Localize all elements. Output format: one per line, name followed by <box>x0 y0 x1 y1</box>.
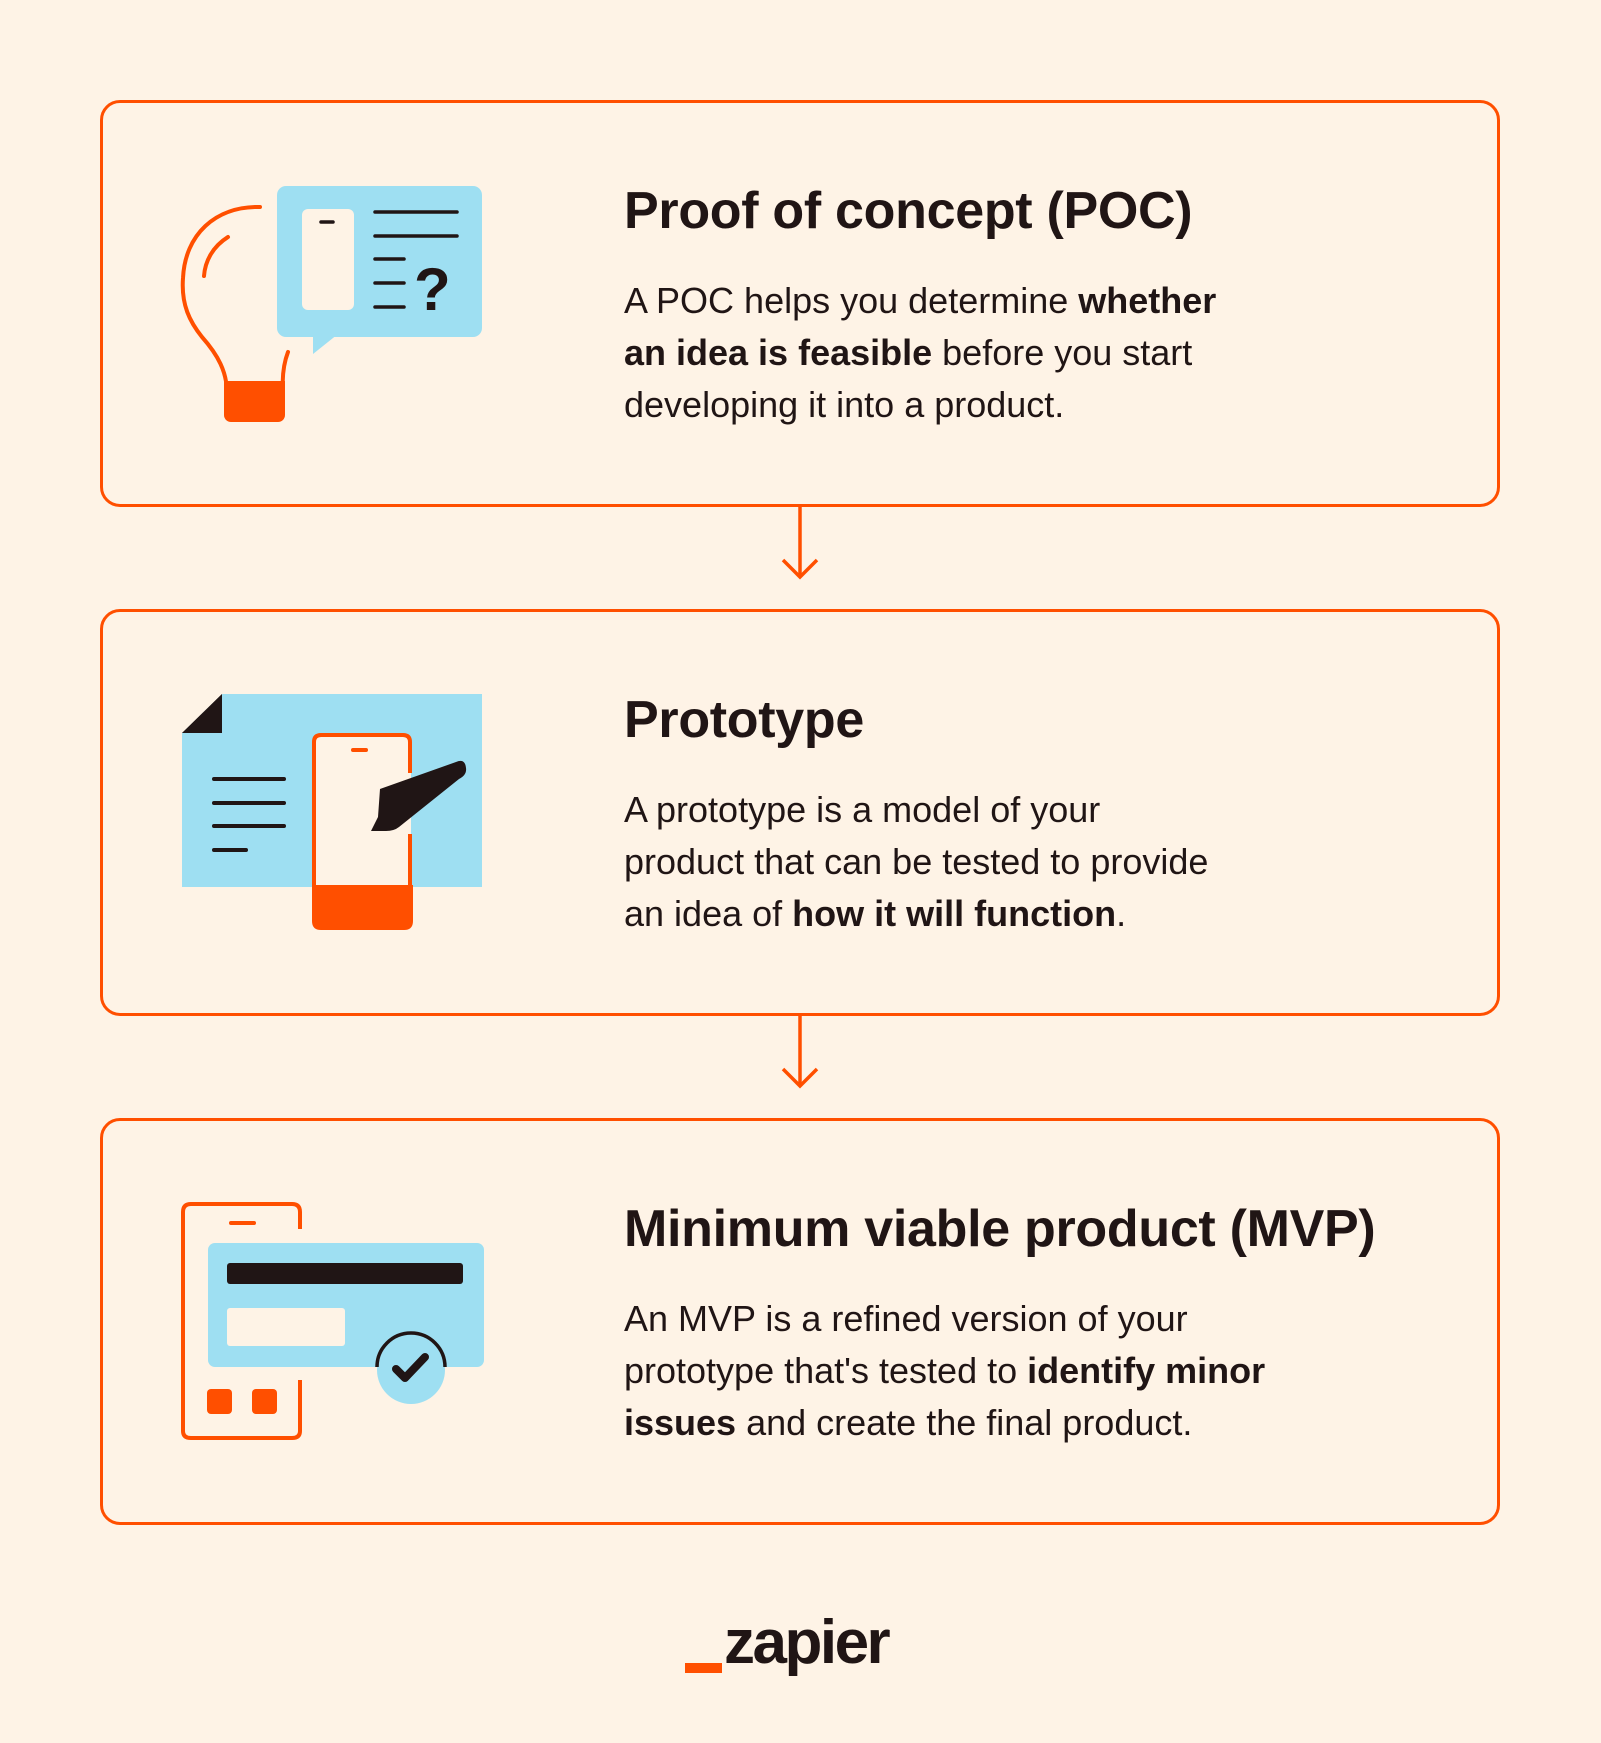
body-text: an idea of <box>624 893 793 934</box>
arrow-down-icon <box>781 507 819 580</box>
step-description: A POC helps you determine whether an idea… <box>624 275 1216 431</box>
emphasis-text: identify minor <box>1027 1350 1266 1391</box>
body-text: prototype that's tested to <box>624 1350 1028 1391</box>
step-description: An MVP is a refined version of your proto… <box>624 1293 1265 1449</box>
body-text: A prototype is a model of your <box>624 789 1101 830</box>
logo-wordmark: zapier <box>724 1608 891 1677</box>
step-title: Proof of concept (POC) <box>624 182 1193 240</box>
arrow-down-icon <box>781 1016 819 1089</box>
body-text: and create the final product. <box>736 1402 1193 1443</box>
step-card-prototype: Prototype A prototype is a model of your… <box>100 609 1500 1016</box>
logo-underscore <box>685 1663 722 1673</box>
body-text: product that can be tested to provide <box>624 841 1209 882</box>
step-card-mvp: Minimum viable product (MVP) An MVP is a… <box>100 1118 1500 1525</box>
emphasis-text: issues <box>624 1402 737 1443</box>
step-title: Prototype <box>624 691 864 749</box>
body-text: A POC helps you determine <box>624 280 1079 321</box>
body-text: developing it into a product. <box>624 384 1065 425</box>
emphasis-text: how it will function <box>792 893 1117 934</box>
emphasis-text: an idea is feasible <box>624 332 933 373</box>
zapier-logo: zapier <box>684 1612 924 1682</box>
body-text: An MVP is a refined version of your <box>624 1298 1188 1339</box>
body-text: before you start <box>932 332 1193 373</box>
step-title: Minimum viable product (MVP) <box>624 1200 1376 1258</box>
step-description: A prototype is a model of your product th… <box>624 784 1208 940</box>
step-card-poc: Proof of concept (POC) A POC helps you d… <box>100 100 1500 507</box>
body-text: . <box>1116 893 1127 934</box>
emphasis-text: whether <box>1078 280 1217 321</box>
